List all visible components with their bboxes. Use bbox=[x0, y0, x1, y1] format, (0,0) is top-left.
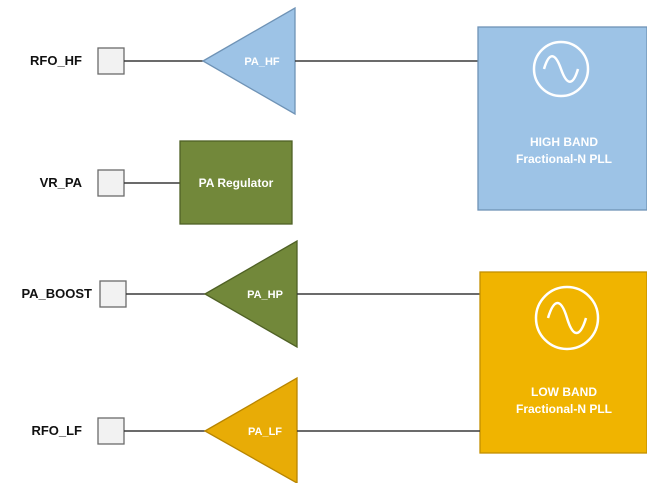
pin-pa-boost bbox=[99, 280, 127, 308]
pin-rfo-lf bbox=[97, 417, 125, 445]
amplifier-label-pa-hf: PA_HF bbox=[244, 56, 280, 68]
oscillator-icon-low bbox=[534, 285, 600, 351]
pll-low-line2: Fractional-N PLL bbox=[516, 402, 612, 416]
pll-low-band bbox=[479, 271, 647, 454]
pll-low-line1: LOW BAND bbox=[531, 385, 597, 399]
pll-high-line1: HIGH BAND bbox=[530, 135, 598, 149]
pin-label-vr-pa: VR_PA bbox=[40, 175, 83, 190]
pa-regulator-label: PA Regulator bbox=[199, 176, 274, 190]
oscillator-icon-high bbox=[532, 40, 590, 98]
pin-vr-pa bbox=[97, 169, 125, 197]
pin-label-rfo-lf: RFO_LF bbox=[31, 423, 82, 438]
pa-regulator-box bbox=[179, 140, 293, 225]
amplifier-label-pa-lf: PA_LF bbox=[248, 426, 282, 438]
pll-high-band bbox=[477, 26, 647, 211]
pin-rfo-hf bbox=[97, 47, 125, 75]
pin-label-rfo-hf: RFO_HF bbox=[30, 53, 82, 68]
amplifier-label-pa-hp: PA_HP bbox=[247, 289, 283, 301]
pll-high-line2: Fractional-N PLL bbox=[516, 152, 612, 166]
pin-label-pa-boost: PA_BOOST bbox=[21, 286, 92, 301]
